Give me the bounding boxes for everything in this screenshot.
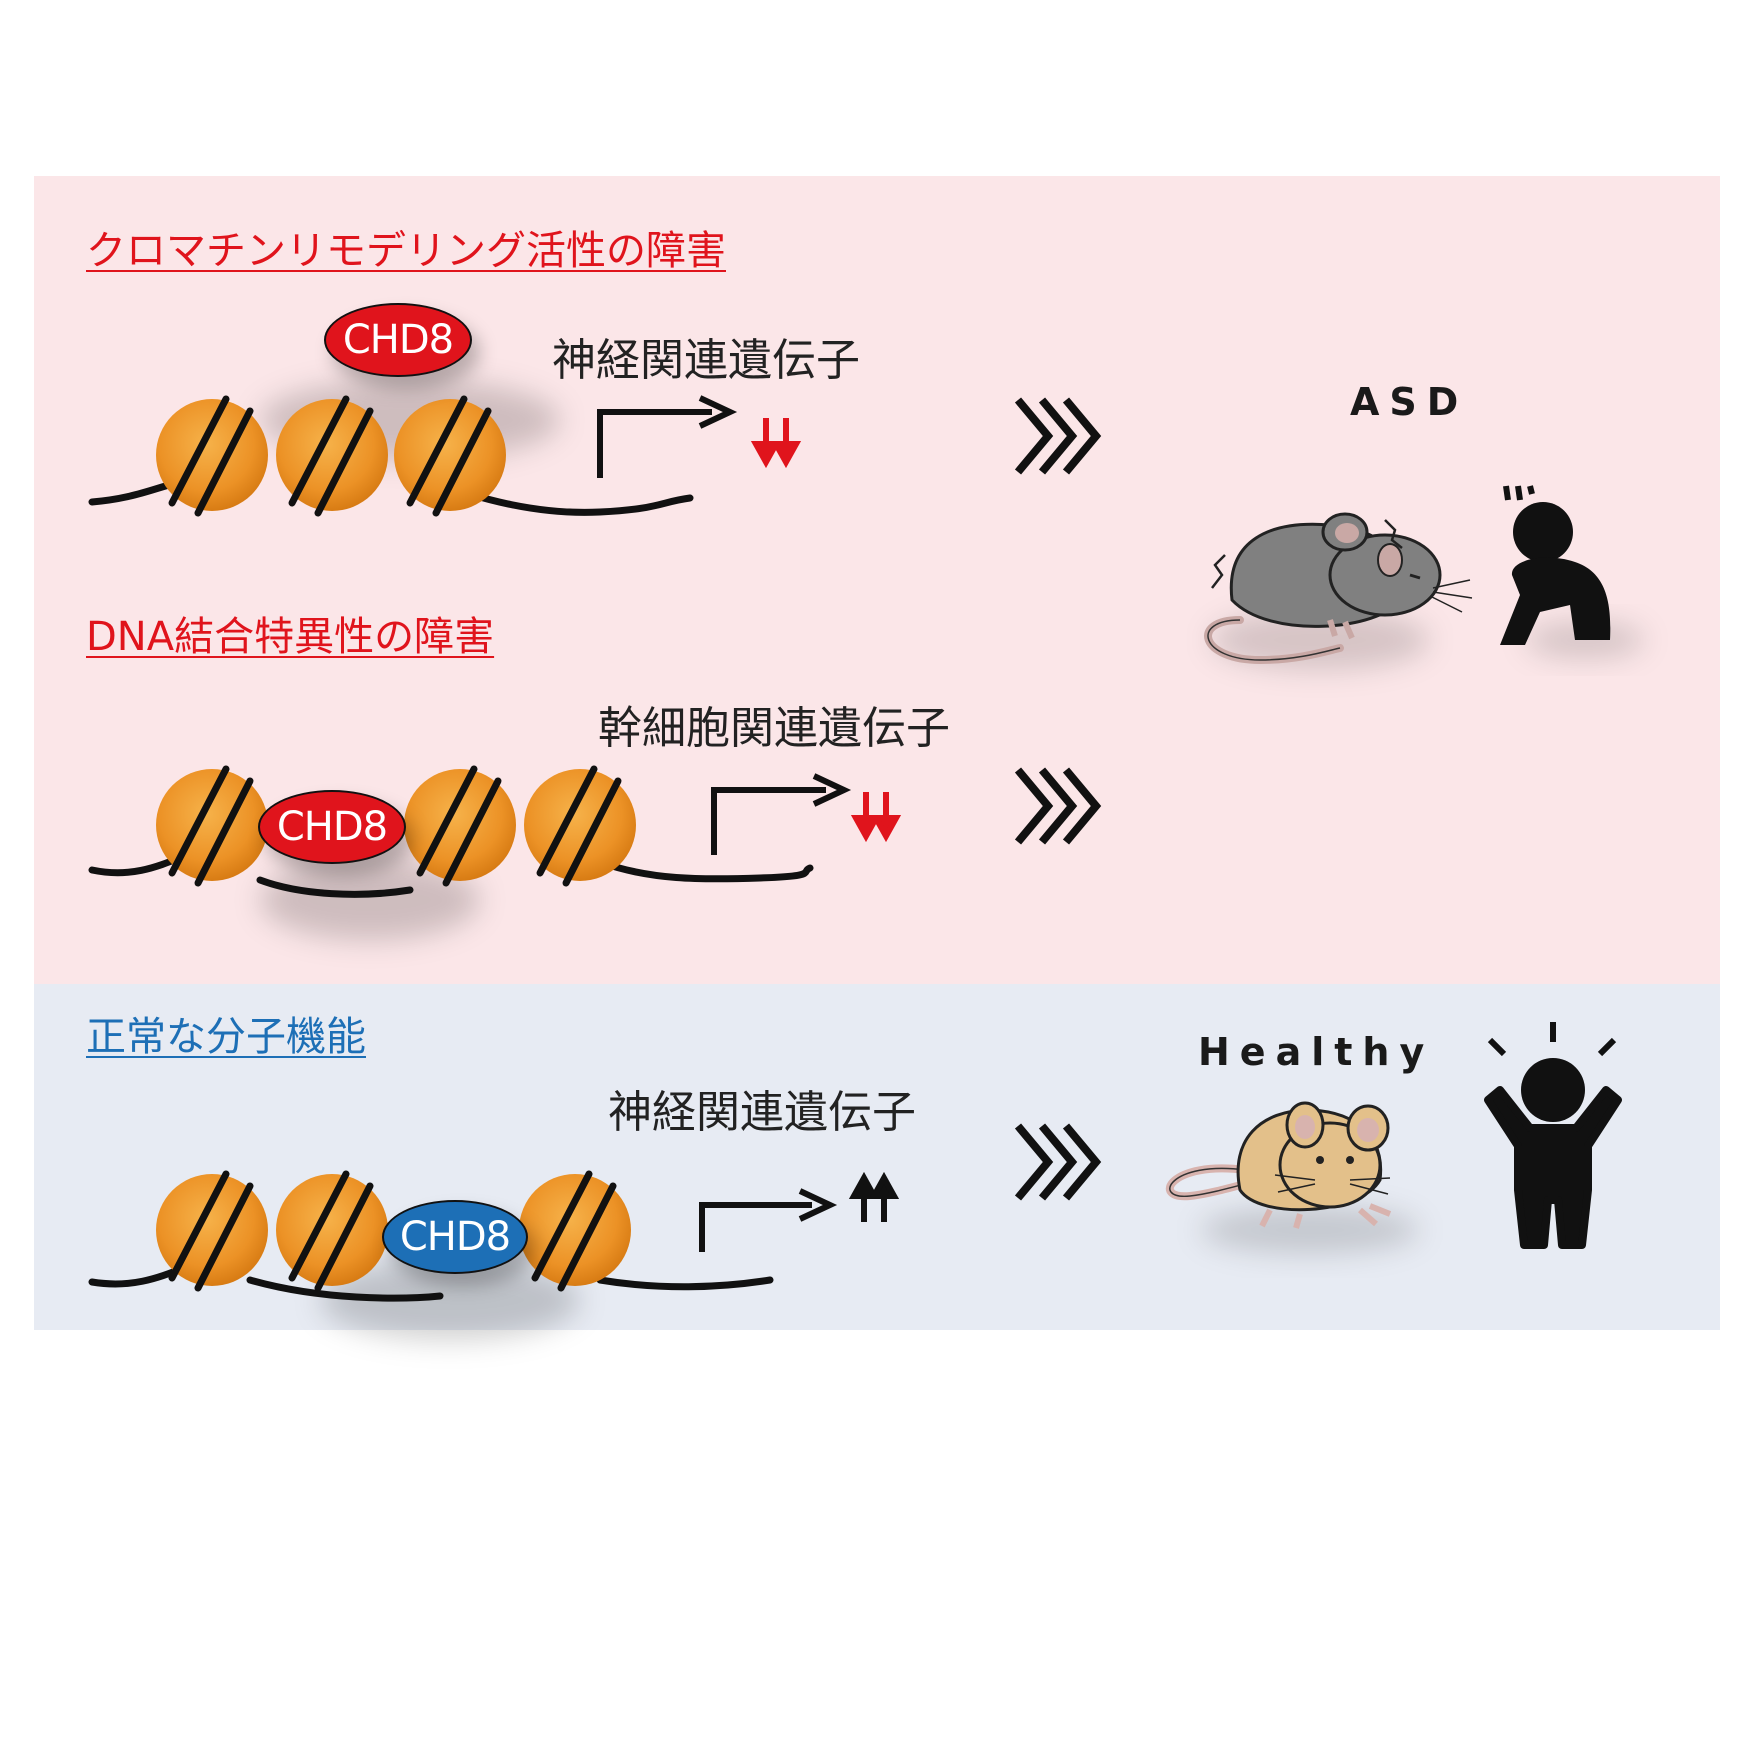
distressed-gray-mouse-icon: [1204, 512, 1473, 670]
dna-binding-gene-label: 幹細胞関連遺伝子: [598, 703, 950, 754]
chd8-protein: CHD8: [324, 303, 472, 377]
crouching-person-icon: [1500, 485, 1645, 658]
chromatin-gene-label: 神経関連遺伝子: [552, 335, 860, 386]
dna-binding-panel-dna: [88, 769, 1096, 940]
normal-panel-dna: [88, 1126, 1096, 1340]
chd8-protein: CHD8: [258, 790, 406, 864]
expression-down-icon: [850, 792, 902, 843]
transcription-start-arrow-icon: [812, 773, 852, 807]
normal-function-heading: 正常な分子機能: [86, 1014, 366, 1060]
healthy-label: Healthy: [1198, 1030, 1435, 1074]
transcription-start-arrow-icon: [798, 1188, 838, 1222]
dna-binding-heading: DNA結合特異性の障害: [86, 614, 495, 660]
expression-up-icon: [848, 1171, 900, 1222]
normal-gene-label: 神経関連遺伝子: [608, 1087, 916, 1138]
chromatin-panel-dna: [88, 380, 1096, 513]
asd-label: ASD: [1350, 380, 1469, 424]
cheering-person-icon: [1484, 1022, 1622, 1249]
chromatin-remodeling-heading: クロマチンリモデリング活性の障害: [86, 228, 726, 274]
chd8-protein: CHD8: [382, 1200, 528, 1274]
transcription-start-arrow-icon: [698, 395, 738, 429]
healthy-tan-mouse-icon: [1165, 1101, 1420, 1254]
expression-down-icon: [750, 418, 802, 469]
